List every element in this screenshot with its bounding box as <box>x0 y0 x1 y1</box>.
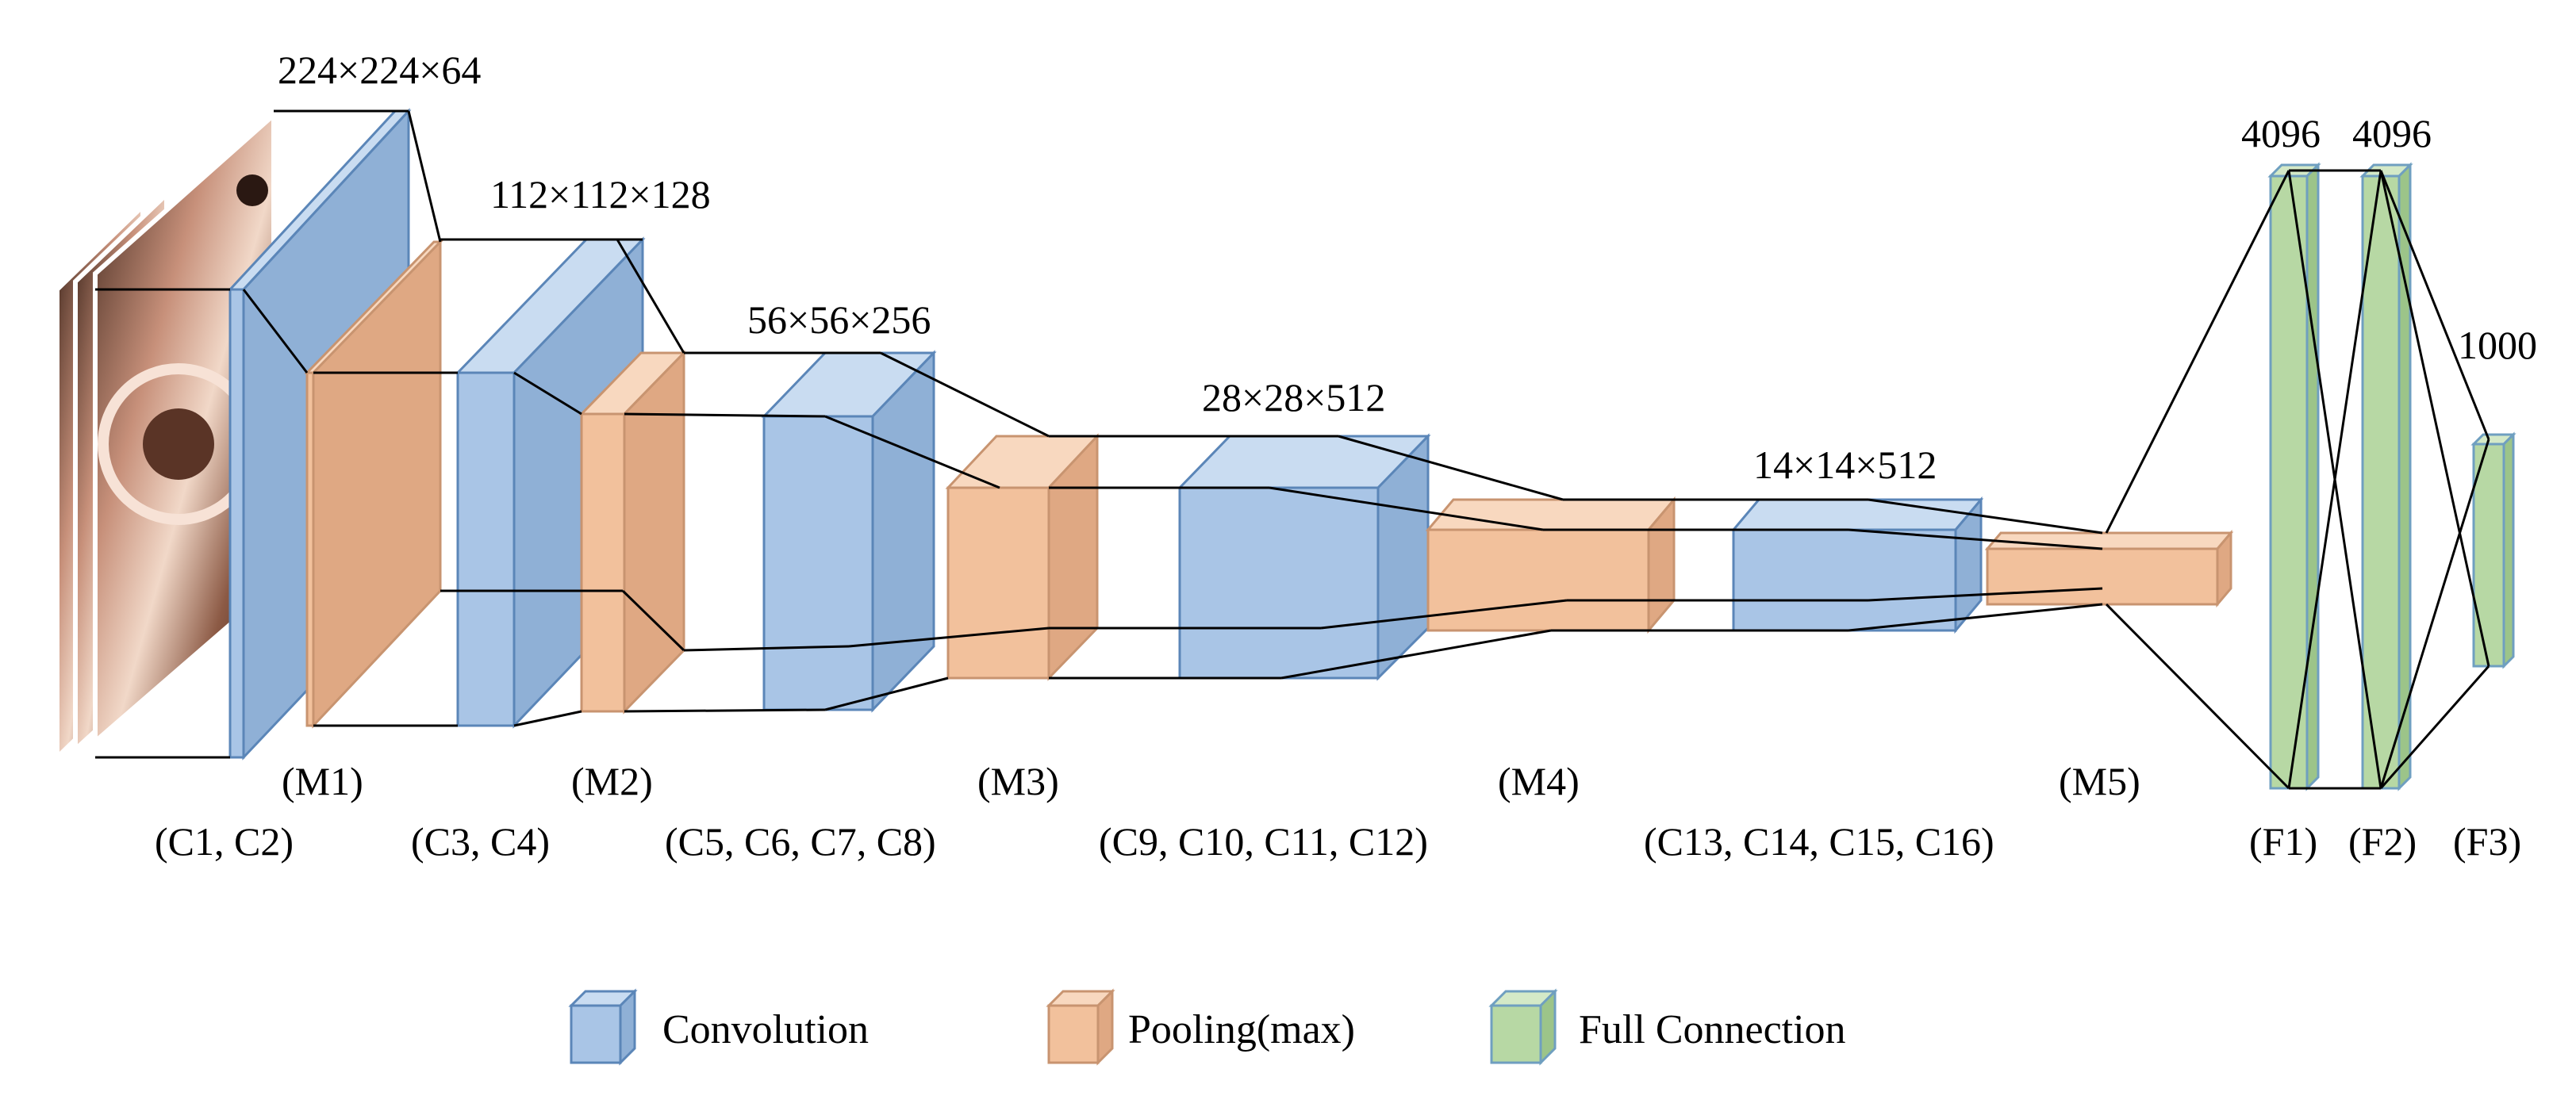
conv-label-block-4: (C9, C10, C11, C12) <box>1099 819 1428 864</box>
dim-label-block-1: 224×224×64 <box>278 48 481 92</box>
pool-label-m3: (M3) <box>977 759 1059 803</box>
connector-line <box>824 415 1000 489</box>
conv-label-block-2: (C3, C4) <box>411 819 550 864</box>
conv-label-block-5: (C13, C14, C15, C16) <box>1644 819 1994 864</box>
connector-line <box>2379 439 2490 789</box>
connector-line <box>1868 498 2103 535</box>
conv-block-2-front <box>456 371 516 727</box>
dim-label-fc-1: 4096 <box>2241 111 2321 155</box>
conv-block-3-front <box>762 415 874 711</box>
pool-block-4-top <box>1425 498 1677 531</box>
connector-line <box>1269 486 1544 531</box>
fc-layer-1 <box>2267 162 2321 791</box>
connector-line <box>824 676 949 711</box>
pool-block-2-front <box>580 412 626 713</box>
conv-block-5-front <box>1732 528 1957 632</box>
connector-line <box>880 351 1050 438</box>
connector-line <box>624 412 826 418</box>
dim-label-fc-2: 4096 <box>2352 111 2432 155</box>
legend-convolution-label: Convolution <box>662 1007 869 1052</box>
pool-label-m2: (M2) <box>571 759 653 803</box>
fc-label-f1: (F1) <box>2249 819 2317 864</box>
connector-line <box>616 239 685 354</box>
legend-full-connection-label: Full Connection <box>1579 1007 1846 1052</box>
connector-line <box>2287 170 2382 789</box>
connector-line <box>2379 170 2490 667</box>
conv-block-3 <box>761 350 937 713</box>
fc-label-f3: (F3) <box>2453 819 2521 864</box>
pool-block-2 <box>578 350 687 715</box>
connector-line <box>621 589 685 652</box>
conv-block-3-side <box>871 350 935 713</box>
legend-pooling-label: Pooling(max) <box>1128 1007 1355 1052</box>
fc-layer-2 <box>2359 162 2413 791</box>
connector-line <box>683 645 850 652</box>
pool-block-3 <box>945 433 1100 681</box>
connector-line <box>2105 603 2290 790</box>
legend-convolution-swatch-side <box>619 988 636 1066</box>
pool-label-m1: (M1) <box>282 759 363 803</box>
fc-layer-3-side <box>2502 431 2515 669</box>
conv-block-1-front <box>228 288 245 759</box>
legend-convolution: Convolution <box>568 988 869 1066</box>
connector-line <box>1848 603 2103 632</box>
connector-line <box>1338 435 1564 501</box>
connector-line <box>407 110 442 243</box>
legend-pooling: Pooling(max) <box>1046 988 1355 1066</box>
connector-line <box>1848 528 2103 550</box>
fc-layer-3 <box>2470 431 2516 669</box>
legend-convolution-swatch <box>570 1004 622 1064</box>
pool-block-4-front <box>1426 528 1650 632</box>
fc-layer-3-front <box>2472 443 2505 668</box>
pool-block-5-top <box>1984 531 2234 550</box>
dim-label-block-5: 14×14×512 <box>1753 443 1937 487</box>
connection-lines <box>95 109 2490 790</box>
dim-label-block-3: 56×56×256 <box>747 297 931 342</box>
legend: Convolution Pooling(max) Full Connection <box>568 988 1846 1066</box>
legend-full-connection-swatch-side <box>1539 988 1557 1066</box>
pool-label-m4: (M4) <box>1498 759 1580 803</box>
dim-label-block-2: 112×112×128 <box>490 172 711 217</box>
pool-block-1-front <box>305 371 315 727</box>
connector-line <box>2379 665 2490 789</box>
connector-line <box>2379 170 2490 440</box>
connector-line <box>848 627 1050 648</box>
pool-block-2-side <box>623 350 685 715</box>
legend-pooling-swatch-side <box>1096 988 1114 1066</box>
pool-label-m5: (M5) <box>2059 759 2140 803</box>
fc-label-f2: (F2) <box>2348 819 2417 864</box>
pool-block-5-front <box>1986 547 2219 606</box>
conv-block-4-front <box>1178 486 1380 680</box>
fc-layer-1-side <box>2305 162 2320 791</box>
conv-label-block-3: (C5, C6, C7, C8) <box>665 819 936 864</box>
connector-line <box>513 371 582 416</box>
connector-line <box>1320 599 1568 630</box>
connector-line <box>1280 629 1552 680</box>
pool-block-4 <box>1425 496 1677 634</box>
conv-block-5 <box>1730 496 1984 634</box>
connector-line <box>1868 587 2103 602</box>
pool-block-3-front <box>946 486 1050 680</box>
legend-full-connection-swatch <box>1490 1004 1542 1064</box>
input-image-stack <box>55 109 276 764</box>
conv-label-block-1: (C1, C2) <box>155 819 294 864</box>
input-image-detail <box>143 408 214 480</box>
legend-full-connection: Full Connection <box>1488 988 1846 1066</box>
connector-line <box>513 710 582 727</box>
conv-block-5-top <box>1730 498 1984 531</box>
connector-line <box>242 289 309 374</box>
conv-block-4 <box>1177 433 1431 681</box>
connector-line <box>624 708 826 713</box>
legend-pooling-swatch <box>1047 1004 1100 1064</box>
connector-line <box>2105 170 2290 534</box>
input-image-detail <box>236 174 268 206</box>
dim-label-fc-3: 1000 <box>2458 323 2537 367</box>
dim-label-block-4: 28×28×512 <box>1202 375 1385 420</box>
